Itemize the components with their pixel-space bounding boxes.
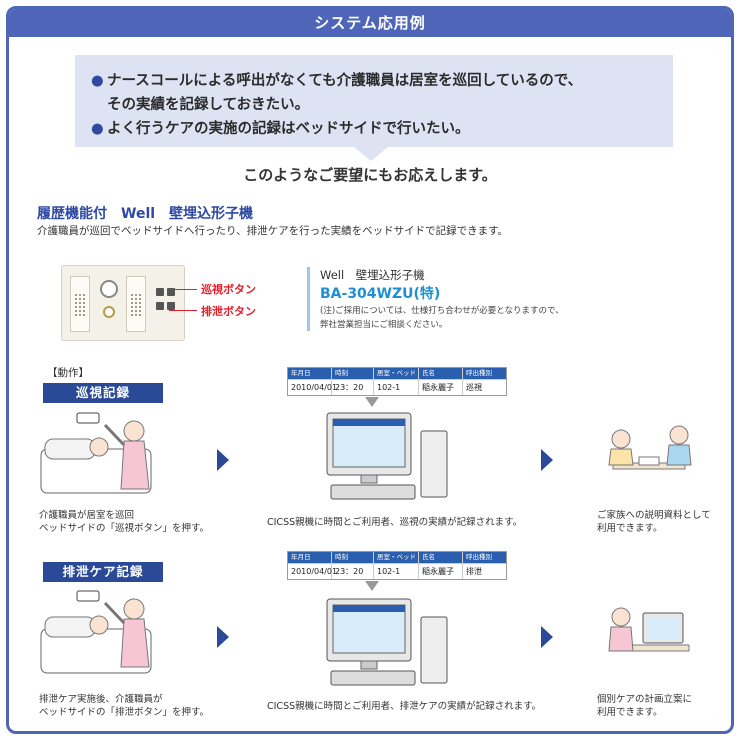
leader-line (169, 289, 197, 290)
record-table: 年月日 時刻 居室・ベッド名 氏名 呼出種別 2010/04/01 23：20 … (287, 367, 507, 396)
arrow-right-icon (541, 449, 553, 471)
speaker-grille (70, 276, 90, 332)
care-planning-illustration (608, 607, 690, 652)
patrol-button-icon (167, 288, 175, 296)
left-caption: 介護職員が居室を巡回 ベッドサイドの「巡視ボタン」を押す。 (39, 510, 210, 534)
excretion-button-icon (167, 302, 175, 310)
request-item: ● ナースコールによる呼出がなくても介護職員は居室を巡回しているので、 その実績… (91, 69, 673, 117)
call-indicator-icon (100, 280, 118, 298)
speaker-grille (126, 276, 146, 332)
requirements-box: ● ナースコールによる呼出がなくても介護職員は居室を巡回しているので、 その実績… (75, 55, 673, 147)
product-info: Well 壁埋込形子機 BA-304WZU(特) (注)ご採用については、仕様打… (307, 267, 564, 331)
product-name: Well 壁埋込形子機 (320, 268, 425, 282)
section-heading: 履歴機能付 Well 壁埋込形子機 (37, 206, 254, 222)
product-note: (注)ご採用については、仕様打ち合わせが必要となりますので、 (320, 306, 564, 316)
pc-terminal-illustration (326, 598, 448, 686)
excretion-record-badge: 排泄ケア記録 (43, 562, 163, 582)
pointer-icon (365, 397, 379, 407)
record-table: 年月日 時刻 居室・ベッド名 氏名 呼出種別 2010/04/01 23：20 … (287, 551, 507, 580)
caregiver-bedside-illustration (40, 412, 152, 494)
connector-icon (103, 306, 115, 318)
leader-line (169, 310, 197, 311)
pointer-icon (365, 581, 379, 591)
product-model: BA-304WZU(特) (320, 286, 441, 302)
table-header: 年月日 時刻 居室・ベッド名 氏名 呼出種別 (288, 552, 506, 572)
patrol-button-label: 巡視ボタン (201, 283, 256, 296)
product-note: 弊社営業担当にご相談ください。 (320, 320, 448, 330)
arrow-right-icon (541, 626, 553, 648)
caregiver-bedside-illustration (40, 590, 152, 674)
patrol-button-icon (156, 288, 164, 296)
left-caption: 排泄ケア実施後、介護職員が ベッドサイドの「排泄ボタン」を押す。 (39, 694, 210, 718)
center-caption: CICSS親機に時間とご利用者、巡視の実績が記録されます。 (267, 517, 523, 528)
family-explanation-illustration (608, 425, 692, 470)
right-caption: 個別ケアの計画立案に 利用できます。 (597, 694, 693, 718)
section-description: 介護職員が巡回でベッドサイドへ行ったり、排泄ケアを行った実績をベッドサイドで記録… (37, 225, 509, 237)
system-example-panel: システム応用例 ● ナースコールによる呼出がなくても介護職員は居室を巡回している… (6, 6, 734, 734)
excretion-button-icon (156, 302, 164, 310)
response-text: このようなご要望にもお応えします。 (243, 166, 497, 184)
pc-terminal-illustration (326, 412, 448, 500)
request-item: ● よく行うケアの実施の記録はベッドサイドで行いたい。 (91, 117, 673, 141)
operations-label: 【動作】 (47, 367, 89, 379)
table-row: 2010/04/01 23：20 102-1 稲永麗子 排泄 (288, 563, 506, 579)
arrow-right-icon (217, 449, 229, 471)
arrow-right-icon (217, 626, 229, 648)
wall-device-image (61, 265, 185, 341)
table-header: 年月日 時刻 居室・ベッド名 氏名 呼出種別 (288, 368, 506, 388)
center-caption: CICSS親機に時間とご利用者、排泄ケアの実績が記録されます。 (267, 701, 542, 712)
request-line: よく行うケアの実施の記録はベッドサイドで行いたい。 (107, 121, 470, 137)
panel-title: システム応用例 (9, 9, 731, 37)
down-arrow-icon (354, 147, 388, 161)
request-line: ナースコールによる呼出がなくても介護職員は居室を巡回しているので、 (107, 73, 583, 89)
patrol-record-badge: 巡視記録 (43, 383, 163, 403)
excretion-button-label: 排泄ボタン (201, 305, 256, 318)
right-caption: ご家族への説明資料として 利用できます。 (597, 510, 711, 534)
request-line: その実績を記録しておきたい。 (107, 97, 310, 113)
bullet-icon: ● (91, 121, 104, 137)
table-row: 2010/04/01 23：20 102-1 稲永麗子 巡視 (288, 379, 506, 395)
bullet-icon: ● (91, 73, 104, 89)
